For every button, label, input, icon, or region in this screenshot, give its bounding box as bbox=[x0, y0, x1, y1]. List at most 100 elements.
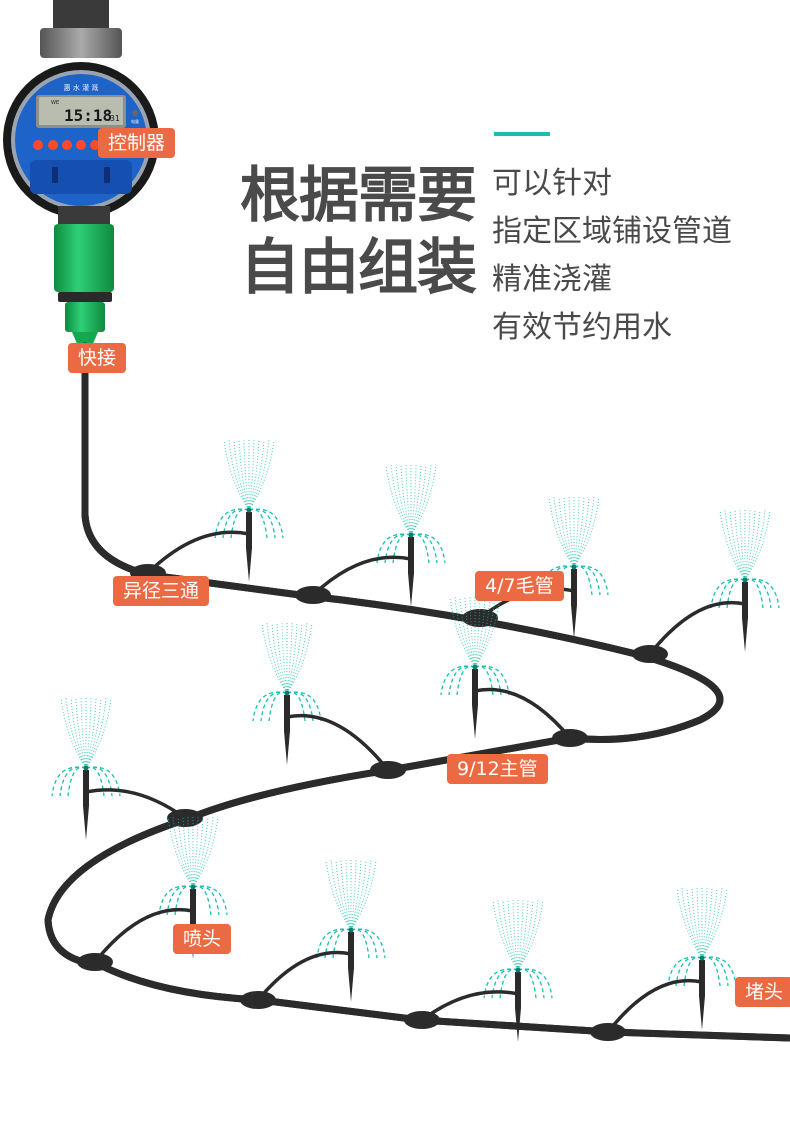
water-spray bbox=[395, 464, 412, 536]
water-spray bbox=[517, 899, 524, 971]
top-thread bbox=[53, 0, 109, 30]
water-spray bbox=[350, 859, 357, 931]
water-arc bbox=[252, 691, 288, 722]
main-pipe bbox=[44, 342, 790, 1042]
tee-connector bbox=[590, 1023, 626, 1041]
water-spray bbox=[192, 816, 219, 888]
water-spray bbox=[340, 859, 352, 931]
water-spray bbox=[469, 596, 476, 668]
accent-line bbox=[494, 132, 550, 136]
tee-connector bbox=[404, 1011, 440, 1029]
water-spray bbox=[410, 464, 432, 536]
tee-connector bbox=[370, 761, 406, 779]
water-spray bbox=[681, 887, 703, 959]
sprinkler bbox=[404, 899, 553, 1042]
nozzle-head bbox=[190, 884, 196, 890]
water-spray bbox=[276, 622, 288, 694]
water-spray bbox=[85, 697, 92, 769]
tee-connector bbox=[240, 991, 276, 1009]
water-spray bbox=[474, 596, 486, 668]
sprinkler bbox=[462, 496, 609, 639]
svg-text:31: 31 bbox=[110, 114, 120, 123]
slider-right bbox=[104, 167, 110, 183]
feature-item: 可以针对 bbox=[492, 166, 612, 201]
svg-text:电量: 电量 bbox=[131, 118, 139, 124]
capillary-tube bbox=[146, 530, 250, 575]
tee-connector bbox=[462, 609, 498, 627]
water-arc bbox=[158, 885, 194, 916]
nozzle-head bbox=[699, 955, 705, 961]
water-spray bbox=[350, 859, 372, 931]
water-spray bbox=[85, 697, 97, 769]
water-spray bbox=[553, 496, 575, 568]
water-spray bbox=[182, 816, 194, 888]
water-spray bbox=[350, 859, 362, 931]
water-spray bbox=[345, 859, 352, 931]
water-spray bbox=[696, 887, 703, 959]
water-arc bbox=[376, 533, 412, 564]
water-spray bbox=[192, 816, 214, 888]
water-spray bbox=[261, 622, 288, 694]
water-spray bbox=[192, 816, 199, 888]
nozzle-head bbox=[246, 507, 252, 513]
stake bbox=[408, 537, 414, 607]
water-spray bbox=[325, 859, 352, 931]
water-spray bbox=[744, 509, 766, 581]
controller-button[interactable] bbox=[62, 140, 72, 150]
water-spray bbox=[238, 439, 250, 511]
water-spray bbox=[286, 622, 293, 694]
water-spray bbox=[243, 439, 250, 511]
water-spray bbox=[573, 496, 580, 568]
water-spray bbox=[85, 697, 107, 769]
controller-button[interactable] bbox=[33, 140, 43, 150]
timer-controller: 惠 水 灌 溉 WE 15:18 31 电量 bbox=[3, 0, 159, 218]
label-controller: 控制器 bbox=[98, 128, 176, 158]
water-spray bbox=[744, 509, 761, 581]
headline: 根据需要 自由组装 bbox=[240, 160, 477, 304]
label-end-plug: 堵头 bbox=[735, 977, 790, 1007]
water-spray bbox=[719, 509, 746, 581]
water-spray bbox=[517, 899, 529, 971]
sprinkler bbox=[295, 464, 446, 607]
water-spray bbox=[568, 496, 575, 568]
water-spray bbox=[286, 622, 313, 694]
nozzle-head bbox=[571, 564, 577, 570]
water-spray bbox=[177, 816, 194, 888]
water-arc bbox=[744, 578, 780, 609]
water-spray bbox=[286, 622, 308, 694]
water-spray bbox=[390, 464, 412, 536]
water-arc bbox=[667, 956, 703, 987]
water-spray bbox=[563, 496, 575, 568]
water-spray bbox=[65, 697, 87, 769]
controller-button[interactable] bbox=[48, 140, 58, 150]
nozzle-head bbox=[472, 664, 478, 670]
water-arc bbox=[214, 508, 250, 539]
water-spray bbox=[248, 439, 265, 511]
water-spray bbox=[330, 859, 352, 931]
headline-line-2: 自由组装 bbox=[240, 233, 477, 303]
water-spray bbox=[474, 596, 491, 668]
sprinkler bbox=[51, 697, 203, 840]
water-spray bbox=[502, 899, 519, 971]
water-spray bbox=[271, 622, 288, 694]
capillary-tube bbox=[256, 950, 352, 1002]
water-spray bbox=[410, 464, 422, 536]
quick-connector bbox=[54, 206, 114, 346]
feature-list: 可以针对 指定区域铺设管道 精准浇灌 有效节约用水 bbox=[492, 160, 732, 352]
water-spray bbox=[400, 464, 412, 536]
water-spray bbox=[248, 439, 275, 511]
nozzle-head bbox=[348, 927, 354, 933]
tee-connector bbox=[552, 729, 588, 747]
water-spray bbox=[548, 496, 575, 568]
lcd-screen bbox=[39, 97, 123, 125]
sprinkler bbox=[440, 596, 588, 747]
water-spray bbox=[459, 596, 476, 668]
label-capillary-tube: 4/7毛管 bbox=[475, 571, 564, 601]
water-spray bbox=[701, 887, 718, 959]
tee-connector bbox=[295, 586, 331, 604]
controller-button[interactable] bbox=[90, 140, 100, 150]
tee-connector bbox=[632, 645, 668, 663]
water-spray bbox=[734, 509, 746, 581]
water-spray bbox=[573, 496, 585, 568]
controller-button[interactable] bbox=[76, 140, 86, 150]
